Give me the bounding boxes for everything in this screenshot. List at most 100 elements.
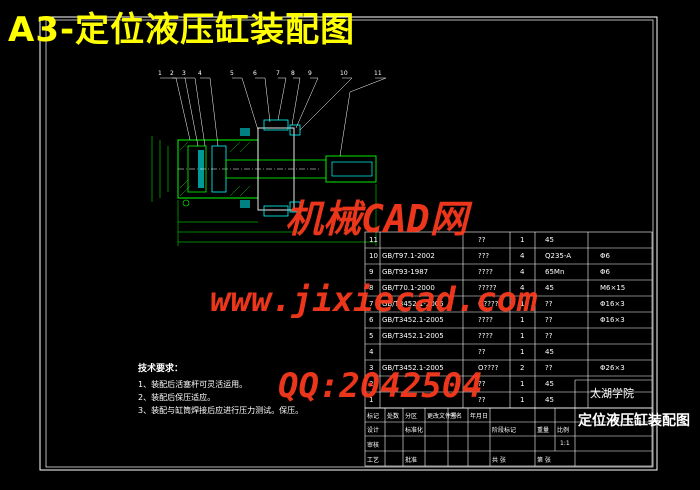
bom-cell-name: ??? bbox=[478, 252, 490, 260]
outer-border bbox=[39, 16, 658, 471]
title-block-label: 标准化 bbox=[405, 427, 424, 434]
title-block-label: 审核 bbox=[367, 442, 380, 449]
bom-cell-qty: 1 bbox=[520, 348, 525, 356]
bom-cell-note: Φ6 bbox=[600, 252, 610, 260]
bom-cell-material: 65Mn bbox=[545, 268, 565, 276]
bom-cell-no: 7 bbox=[369, 300, 374, 308]
bom-cell-code: GB/T3452.1-2005 bbox=[382, 332, 444, 340]
bom-cell-code: GB/T70.1-2000 bbox=[382, 284, 435, 292]
bom-cell-no: 3 bbox=[369, 364, 374, 372]
title-block-label: 签名 bbox=[450, 413, 463, 420]
title-block-label: 工艺 bbox=[367, 457, 380, 464]
drawing-name: 定位液压缸装配图 bbox=[578, 413, 690, 429]
title-block-label: 阶段标记 bbox=[492, 427, 517, 434]
scale-value: 1:1 bbox=[560, 440, 570, 447]
bom-cell-note: Φ26×3 bbox=[600, 364, 625, 372]
bom-cell-no: 11 bbox=[369, 236, 378, 244]
title-block-label: 设计 bbox=[367, 427, 380, 434]
title-block-label: 第 张 bbox=[537, 457, 551, 464]
bom-cell-material: Q235-A bbox=[545, 252, 572, 260]
bom-cell-name: O???? bbox=[478, 300, 499, 308]
bom-cell-qty: 4 bbox=[520, 268, 525, 276]
tech-note-3: 3、装配与缸筒焊接后应进行压力测试。保压。 bbox=[138, 406, 304, 415]
part-number-label: 1 bbox=[158, 70, 162, 77]
bom-cell-name: ???? bbox=[478, 316, 493, 324]
title-block bbox=[364, 379, 653, 467]
bom-cell-name: ????? bbox=[478, 284, 497, 292]
watermark-qq: QQ:2042504 bbox=[278, 366, 483, 406]
bom-cell-no: 5 bbox=[369, 332, 374, 340]
bom-cell-qty: 1 bbox=[520, 380, 525, 388]
bom-cell-material: ?? bbox=[545, 332, 553, 340]
title-block-label: 标记 bbox=[367, 413, 380, 420]
bom-cell-note: Φ16×3 bbox=[600, 300, 625, 308]
bom-cell-material: 45 bbox=[545, 380, 554, 388]
bom-cell-no: 9 bbox=[369, 268, 374, 276]
bom-cell-material: ?? bbox=[545, 364, 553, 372]
bom-cell-material: ?? bbox=[545, 316, 553, 324]
title-block-label: 比例 bbox=[557, 427, 570, 434]
bom-cell-no: 4 bbox=[369, 348, 374, 356]
tech-notes-heading: 技术要求： bbox=[138, 364, 184, 374]
technical-requirements: 技术要求： 1、装配后活塞杆可灵活运用。 2、装配后保压适应。 3、装配与缸筒焊… bbox=[138, 363, 328, 417]
bom-cell-material: 45 bbox=[545, 348, 554, 356]
bom-cell-name: O???? bbox=[478, 364, 499, 372]
part-number-label: 11 bbox=[374, 70, 382, 77]
part-number-label: 9 bbox=[308, 70, 312, 77]
title-block-label: 批准 bbox=[405, 457, 418, 464]
bom-cell-qty: 2 bbox=[520, 364, 525, 372]
bom-cell-qty: 4 bbox=[520, 284, 525, 292]
bom-cell-material: 45 bbox=[545, 396, 554, 404]
bom-cell-material: ?? bbox=[545, 300, 553, 308]
bom-cell-no: 10 bbox=[369, 252, 378, 260]
watermark-url: www.jixiecad.com bbox=[210, 280, 538, 320]
part-number-label: 3 bbox=[182, 70, 186, 77]
tech-note-2: 2、装配后保压适应。 bbox=[138, 393, 216, 402]
title-block-label: 处数 bbox=[387, 413, 400, 420]
title-block-label: 年月日 bbox=[470, 413, 489, 420]
part-number-label: 8 bbox=[291, 70, 295, 77]
bom-cell-name: ?? bbox=[478, 380, 486, 388]
bom-cell-code: GB/T93-1987 bbox=[382, 268, 429, 276]
bom-cell-qty: 1 bbox=[520, 396, 525, 404]
part-number-label: 2 bbox=[170, 70, 174, 77]
title-block-label: 共 张 bbox=[492, 457, 506, 464]
inner-border bbox=[45, 19, 654, 468]
bom-cell-name: ?? bbox=[478, 236, 486, 244]
bom-cell-code: GB/T3452.1-2005 bbox=[382, 364, 444, 372]
title-block-label: 重量 bbox=[537, 427, 550, 434]
part-number-label: 5 bbox=[230, 70, 234, 77]
bom-cell-name: ???? bbox=[478, 268, 493, 276]
bom-cell-material: 45 bbox=[545, 284, 554, 292]
page-title: A3-定位液压缸装配图 bbox=[8, 10, 356, 50]
bom-cell-no: 1 bbox=[369, 396, 374, 404]
assembly-view bbox=[151, 77, 387, 246]
title-block-label: 更改文件号 bbox=[427, 413, 458, 420]
part-number-label: 10 bbox=[340, 70, 348, 77]
bom-cell-qty: 4 bbox=[520, 252, 525, 260]
bom-cell-no: 2 bbox=[369, 380, 374, 388]
bom-cell-note: Φ16×3 bbox=[600, 316, 625, 324]
bom-cell-qty: 1 bbox=[520, 332, 525, 340]
bom-cell-qty: 1 bbox=[520, 316, 525, 324]
bom-cell-no: 8 bbox=[369, 284, 374, 292]
part-number-label: 7 bbox=[276, 70, 280, 77]
tech-note-1: 1、装配后活塞杆可灵活运用。 bbox=[138, 380, 248, 389]
school-name: 太湖学院 bbox=[590, 387, 634, 400]
bom-cell-note: Φ6 bbox=[600, 268, 610, 276]
bom-cell-code: GB/T97.1-2002 bbox=[382, 252, 435, 260]
watermark-site-name: 机械CAD网 bbox=[285, 197, 468, 241]
bom-cell-code: GB/T3452.1-2005 bbox=[382, 316, 444, 324]
bom-cell-name: ?? bbox=[478, 396, 486, 404]
bom-cell-name: ???? bbox=[478, 332, 493, 340]
part-number-label: 4 bbox=[198, 70, 202, 77]
bom-cell-note: M6×15 bbox=[600, 284, 626, 292]
bom-cell-no: 6 bbox=[369, 316, 374, 324]
title-block-label: 分区 bbox=[405, 413, 418, 420]
bom-cell-qty: 1 bbox=[520, 236, 525, 244]
bom-cell-qty: 1 bbox=[520, 300, 525, 308]
bom-cell-material: 45 bbox=[545, 236, 554, 244]
bom-cell-code: GB/T3452.1-2005 bbox=[382, 300, 444, 308]
bom-cell-name: ?? bbox=[478, 348, 486, 356]
